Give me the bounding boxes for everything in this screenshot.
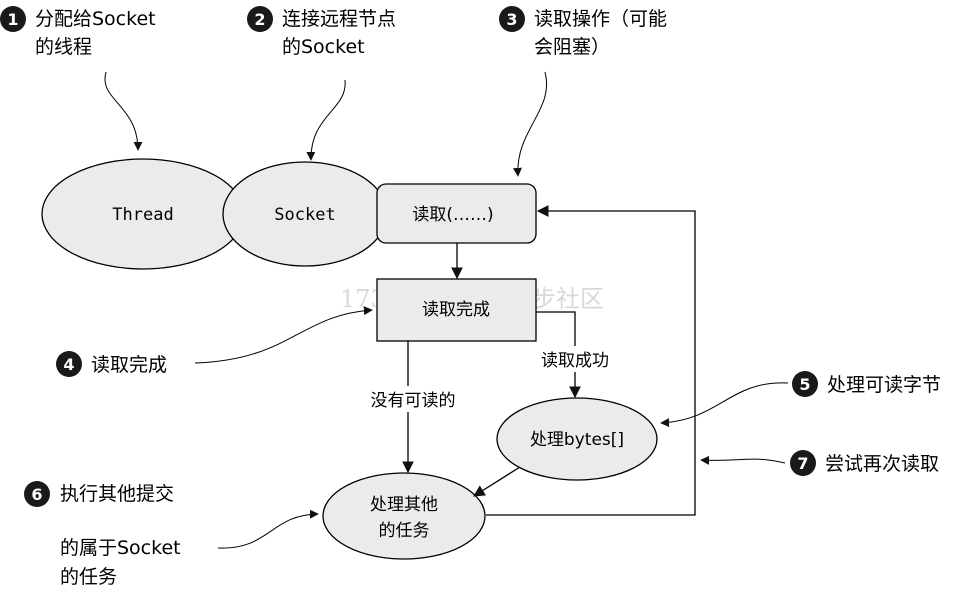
annotation-1-line2: 的线程 xyxy=(35,36,92,58)
badge-7-number: 7 xyxy=(797,454,808,473)
other-tasks-ellipse xyxy=(322,472,486,560)
annotation-7: 7 尝试再次读取 xyxy=(790,450,939,476)
leader-7 xyxy=(700,455,786,465)
annotation-3: 3 读取操作（可能 会阻塞） xyxy=(499,6,667,58)
process-bytes-label: 处理bytes[] xyxy=(530,430,624,450)
badge-7 xyxy=(790,450,816,476)
other-tasks-label-1: 处理其他 xyxy=(370,495,438,515)
leader-6 xyxy=(217,509,319,549)
annotation-3-line1: 读取操作（可能 xyxy=(534,8,667,30)
badge-2 xyxy=(247,6,273,32)
badge-4-number: 4 xyxy=(63,355,74,374)
badge-5-number: 5 xyxy=(799,375,810,394)
badge-5 xyxy=(792,371,818,397)
annotation-5-line1: 处理可读字节 xyxy=(827,374,941,396)
annotation-2-line2: 的Socket xyxy=(282,36,365,58)
annotation-4: 4 读取完成 xyxy=(56,351,167,377)
annotation-6-line2: 的属于Socket xyxy=(60,537,181,559)
badge-6 xyxy=(24,481,50,507)
leader-5 xyxy=(660,382,789,428)
thread-label: Thread xyxy=(112,205,173,225)
read-label: 读取(……) xyxy=(412,205,493,225)
annotation-4-line1: 读取完成 xyxy=(91,354,167,376)
badge-4 xyxy=(56,351,82,377)
other-tasks-label-2: 的任务 xyxy=(379,521,430,541)
annotation-5: 5 处理可读字节 xyxy=(792,371,941,397)
leader-2 xyxy=(306,79,346,161)
annotation-6-line1: 执行其他提交 xyxy=(60,483,174,505)
badge-3 xyxy=(499,6,525,32)
edge-label-nothing: 没有可读的 xyxy=(371,391,456,411)
badge-6-number: 6 xyxy=(31,485,42,504)
annotation-3-line2: 会阻塞） xyxy=(534,36,610,58)
annotation-6: 6 执行其他提交 的属于Socket 的任务 xyxy=(24,481,181,588)
annotation-2: 2 连接远程节点 的Socket xyxy=(247,6,396,58)
edge-label-success: 读取成功 xyxy=(541,351,609,371)
leader-3 xyxy=(512,71,548,177)
read-done-box xyxy=(376,278,537,342)
annotation-1-line1: 分配给Socket xyxy=(35,8,156,30)
annotation-1: 1 分配给Socket 的线程 xyxy=(0,6,156,58)
bytes-to-tasks-arrow xyxy=(473,466,521,497)
read-done-label: 读取完成 xyxy=(422,300,490,320)
annotation-2-line1: 连接远程节点 xyxy=(282,8,396,30)
badge-2-number: 2 xyxy=(254,10,265,29)
badge-3-number: 3 xyxy=(506,10,517,29)
leader-1 xyxy=(104,71,143,151)
annotation-6-line3: 的任务 xyxy=(60,566,117,588)
annotation-7-line1: 尝试再次读取 xyxy=(825,453,939,475)
badge-1 xyxy=(0,6,26,32)
socket-label: Socket xyxy=(274,205,335,225)
leader-4 xyxy=(194,306,373,364)
retry-loop-arrow xyxy=(486,205,696,516)
badge-1-number: 1 xyxy=(7,10,18,29)
